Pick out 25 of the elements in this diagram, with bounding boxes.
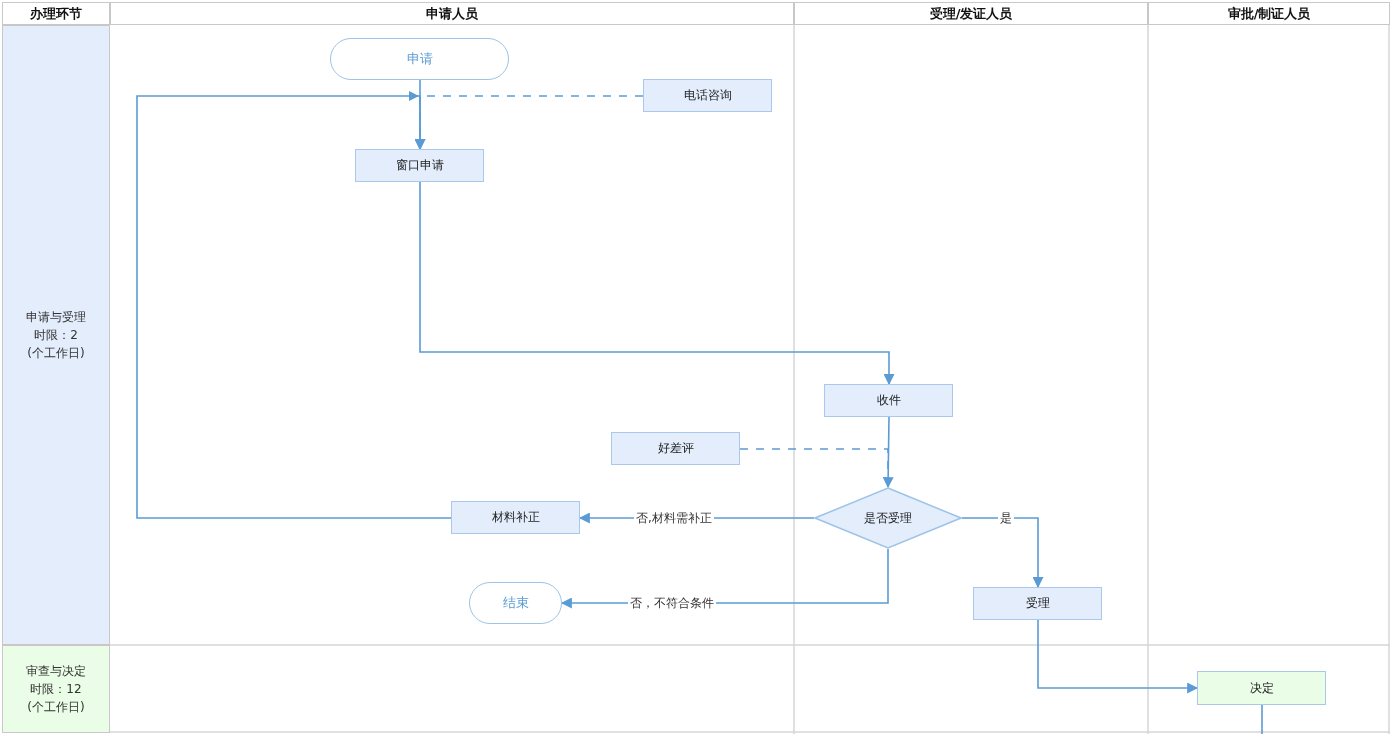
terminal-shape: 申请 [330, 38, 509, 80]
process-box: 材料补正 [451, 501, 580, 534]
process-box: 决定 [1197, 671, 1326, 705]
edge-label: 否，不符合条件 [628, 596, 716, 610]
row-header-text: 审查与决定时限：12(个工作日) [25, 663, 87, 716]
arrow [882, 416, 894, 489]
process-box: 收件 [824, 384, 953, 417]
column-header: 申请人员 [110, 2, 794, 25]
column-header: 办理环节 [2, 2, 110, 25]
column-header: 审批/制证人员 [1148, 2, 1390, 25]
process-box: 窗口申请 [355, 149, 484, 182]
edge-label: 否,材料需补正 [634, 511, 714, 525]
edge-label: 是 [998, 511, 1014, 525]
arrow [961, 517, 1044, 589]
arrow [419, 181, 895, 386]
process-box: 好差评 [611, 432, 740, 465]
process-box: 电话咨询 [643, 79, 772, 112]
process-box: 受理 [973, 587, 1102, 620]
arrow [136, 91, 452, 519]
column-header: 受理/发证人员 [794, 2, 1148, 25]
decision-diamond: 是否受理 [814, 487, 962, 549]
row-header-text: 申请与受理时限：2(个工作日) [25, 309, 87, 362]
connector-line [1261, 704, 1263, 734]
arrow [1037, 619, 1199, 694]
terminal-shape: 结束 [469, 582, 562, 624]
